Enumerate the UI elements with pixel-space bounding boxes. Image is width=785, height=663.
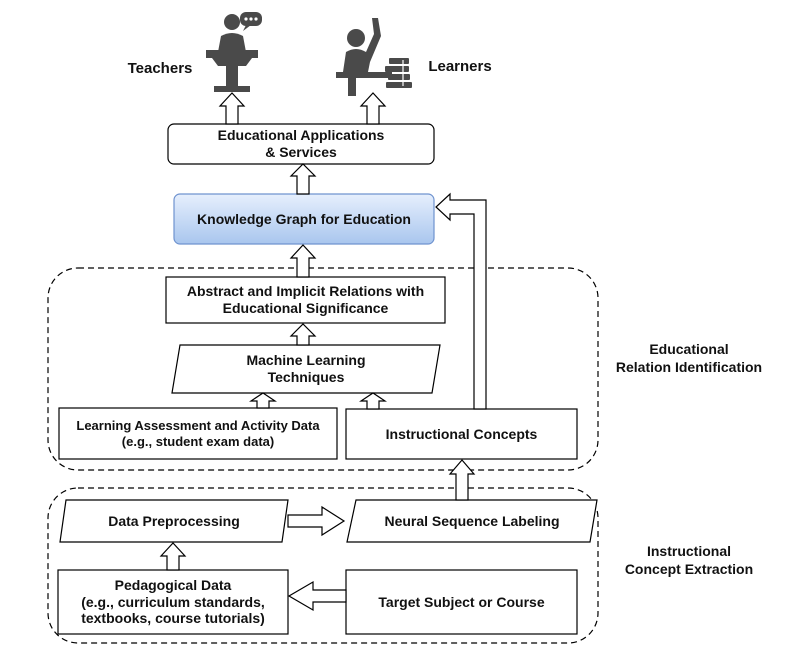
arrow-preprocessing-to-labeling	[287, 505, 346, 537]
assessment-data-box	[58, 407, 338, 460]
arrow-assessment-to-ml	[249, 392, 277, 409]
group-relation-identification	[47, 267, 599, 471]
knowledge-graph-label: Knowledge Graph for Education	[197, 210, 411, 227]
target-subject-label: Target Subject or Course	[378, 593, 545, 610]
neural-labeling-label: Neural Sequence Labeling	[384, 512, 560, 529]
assessment-data-label: Learning Assessment and Activity Data(e.…	[59, 408, 337, 459]
applications-line-1: Educational Applications	[217, 127, 385, 144]
teachers-label: Teachers	[127, 60, 193, 77]
applications-label: Educational Applications& Services	[168, 124, 434, 164]
instructional-concepts-box	[345, 408, 578, 460]
relation-identification-line-1: Educational	[649, 341, 729, 357]
relation-identification-line-2: Relation Identification	[615, 359, 763, 376]
machine-learning-box	[171, 344, 441, 394]
target-subject-box	[345, 569, 578, 635]
relation-identification-label: Educational Relation Identification	[604, 340, 774, 376]
concept-extraction-line-2: Concept Extraction	[624, 561, 754, 578]
arrow-pedagogical-to-preprocessing	[159, 542, 187, 571]
arrow-relations-to-kg	[289, 244, 317, 278]
machine-learning-line-2: Techniques	[267, 369, 345, 385]
data-preprocessing-label: Data Preprocessing	[108, 512, 240, 529]
concept-extraction-label: Instructional Concept Extraction	[614, 542, 764, 578]
abstract-relations-line-1: Abstract and Implicit Relations with	[186, 283, 425, 300]
learners-label: Learners	[428, 58, 492, 75]
teacher-at-podium-icon	[206, 12, 262, 92]
arrow-to-learners	[359, 92, 387, 125]
instructional-concepts-label: Instructional Concepts	[385, 425, 538, 442]
arrow-to-teachers	[218, 92, 246, 125]
pedagogical-data-line-1: Pedagogical Data	[114, 576, 232, 593]
arrow-concepts-to-kg	[435, 192, 487, 410]
pedagogical-data-box	[57, 569, 289, 635]
arrow-kg-to-applications	[289, 163, 317, 195]
assessment-data-line-2: (e.g., student exam data)	[121, 433, 275, 449]
arrow-ml-to-relations	[289, 323, 317, 346]
neural-labeling-box	[346, 499, 598, 543]
data-preprocessing-box	[59, 499, 289, 543]
learner-with-books-icon	[336, 18, 412, 96]
speech-bubble-icon	[240, 12, 262, 31]
machine-learning-line-1: Machine Learning	[246, 352, 366, 369]
applications-line-2: & Services	[265, 144, 337, 160]
pedagogical-data-line-2: (e.g., curriculum standards,	[81, 593, 265, 610]
arrow-target-to-pedagogical	[287, 580, 347, 612]
arrow-labeling-to-concepts	[448, 459, 476, 501]
group-concept-extraction	[47, 487, 599, 644]
arrow-concepts-to-ml	[359, 392, 387, 410]
concept-extraction-line-1: Instructional	[646, 543, 731, 559]
applications-box	[167, 123, 435, 165]
abstract-relations-line-2: Educational Significance	[222, 300, 389, 316]
pedagogical-data-label: Pedagogical Data(e.g., curriculum standa…	[58, 570, 288, 634]
abstract-relations-box	[165, 276, 446, 324]
assessment-data-line-1: Learning Assessment and Activity Data	[76, 417, 320, 433]
pedagogical-data-line-3: textbooks, course tutorials)	[81, 610, 265, 627]
